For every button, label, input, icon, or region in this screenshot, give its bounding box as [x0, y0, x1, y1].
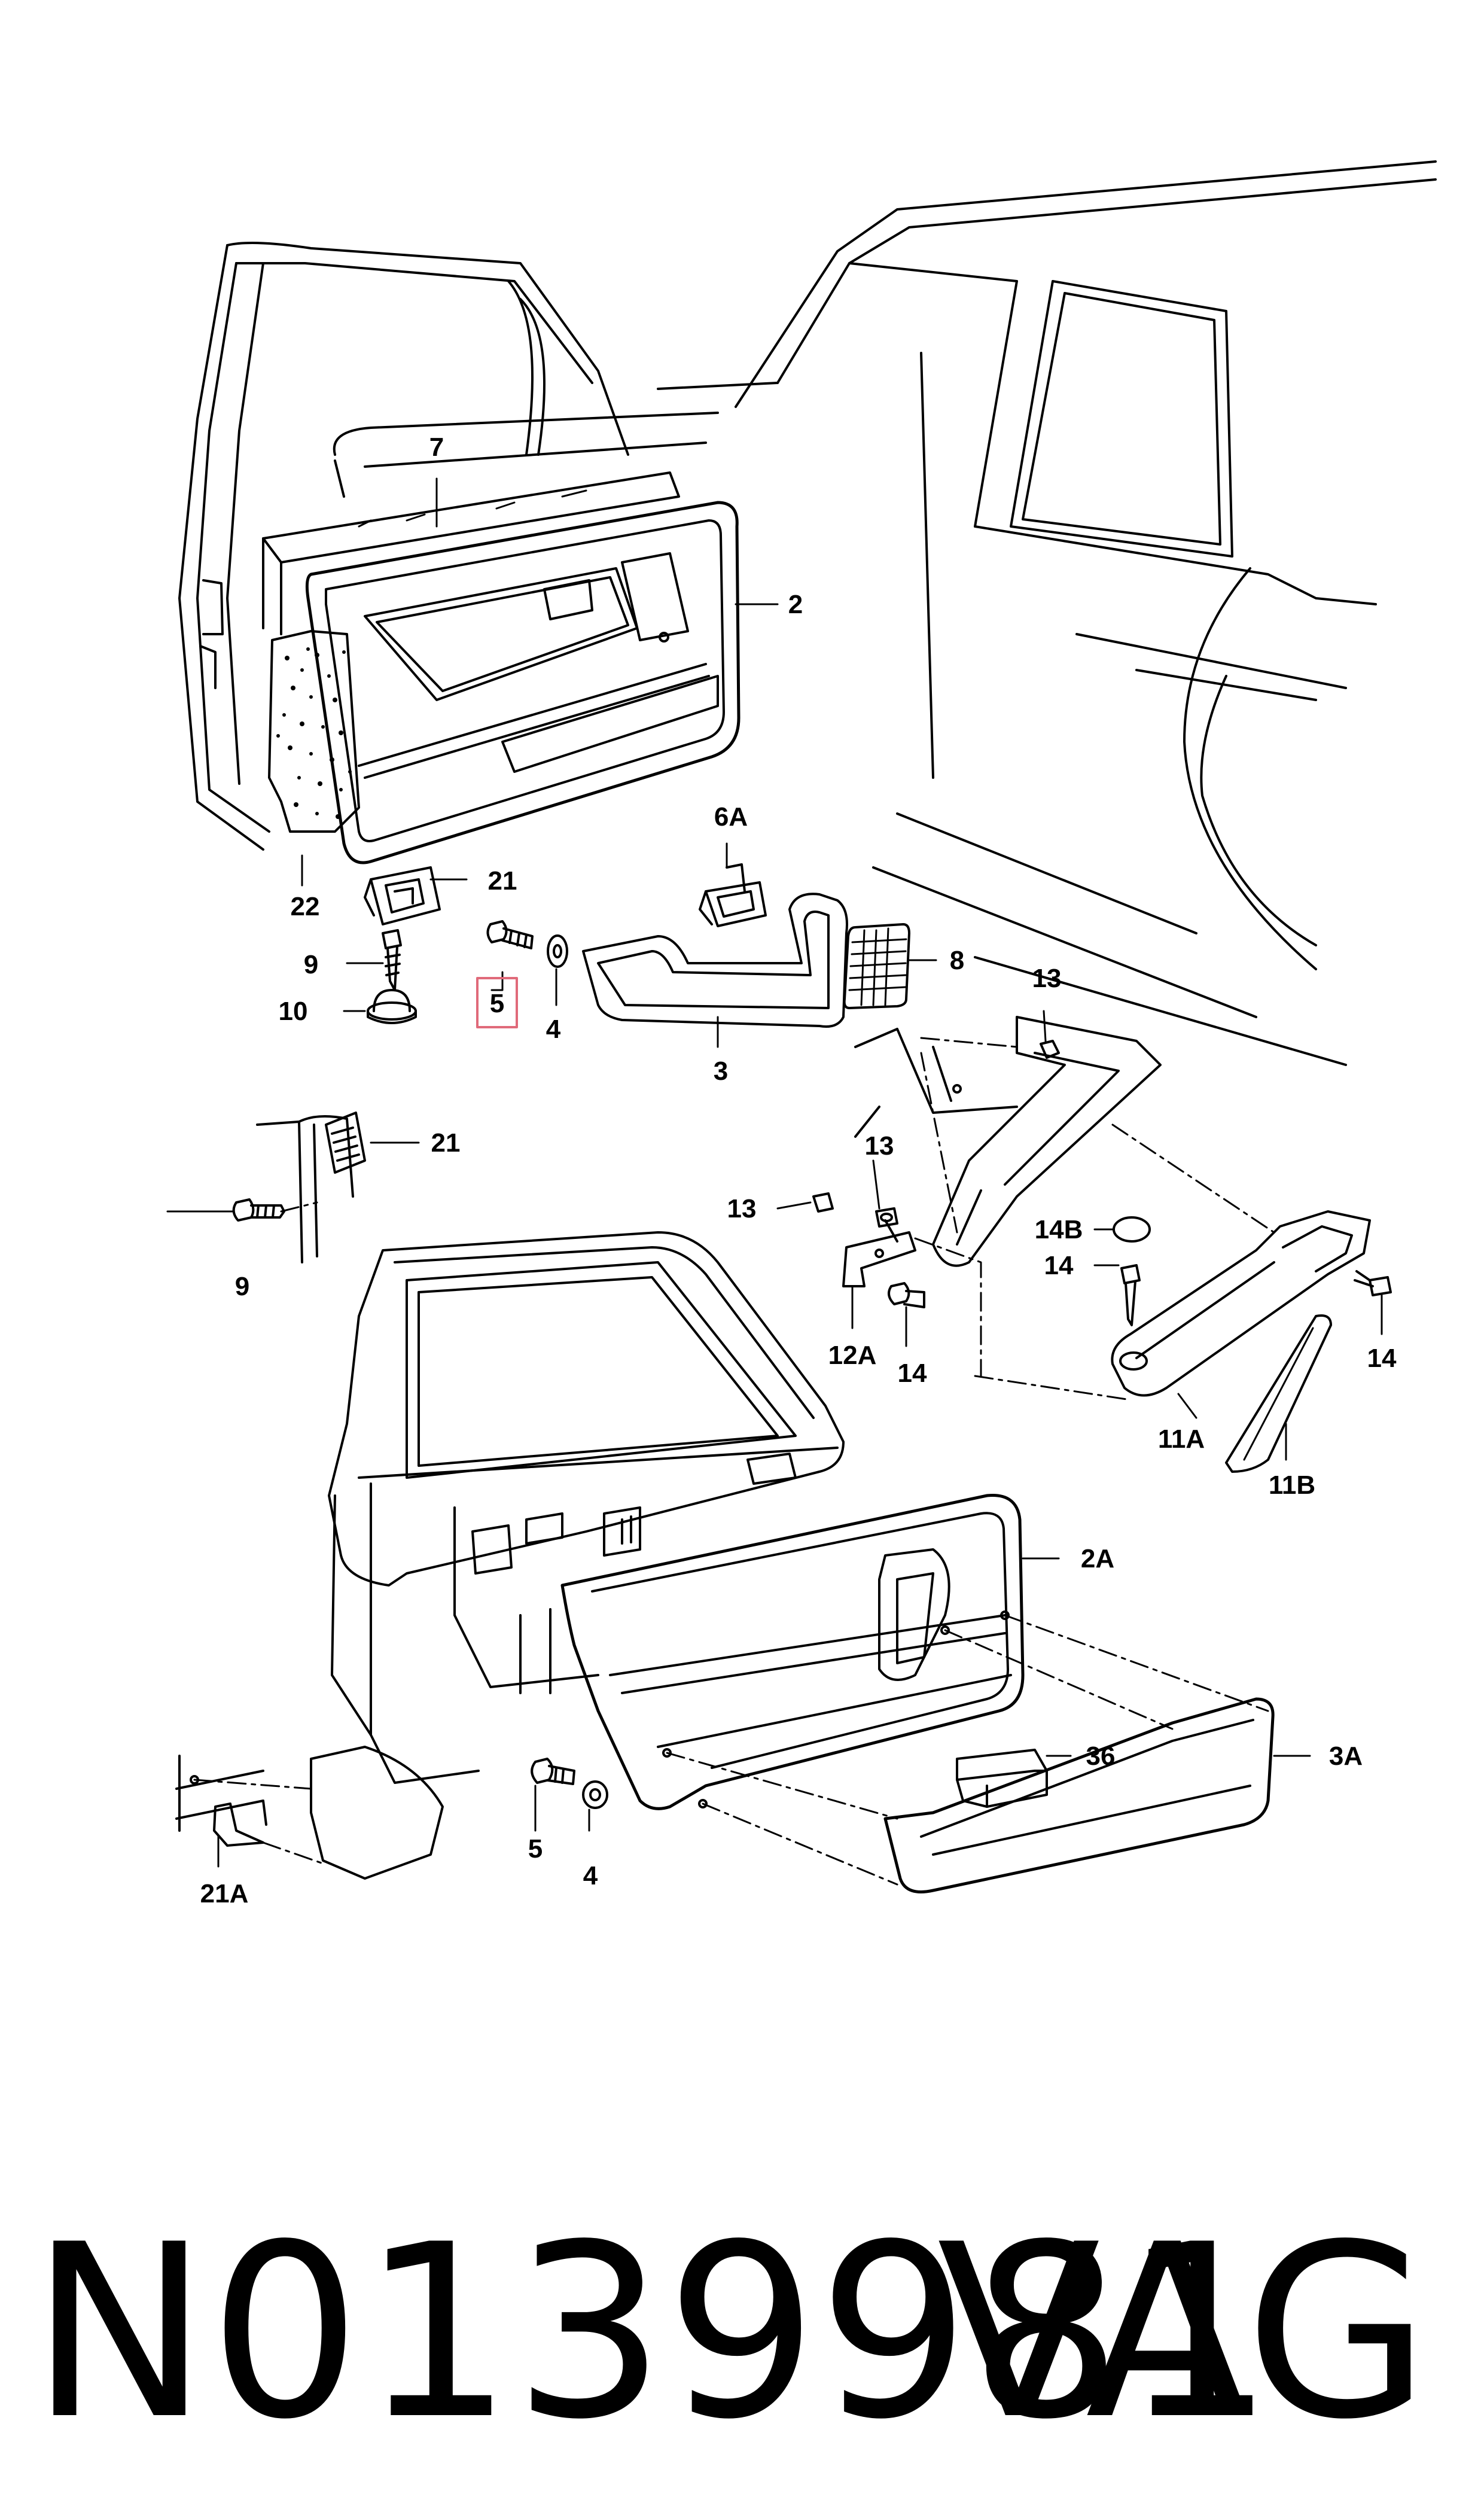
part-3A-rear-armrest [883, 1697, 1275, 1893]
callout-11B: 11B [1269, 1470, 1315, 1500]
part-6A-clip [699, 863, 767, 927]
part-5-highlight-box [476, 977, 518, 1028]
leader-lines [166, 477, 1383, 1886]
callout-14-upper: 14 [1044, 1251, 1074, 1280]
part-21-clip [364, 866, 441, 925]
callout-9-second: 9 [235, 1272, 249, 1301]
part-11B-trim-strip [1225, 1314, 1332, 1473]
part-21-clip-second [256, 1112, 366, 1263]
rear-door-frame [328, 1231, 845, 1784]
part-21A-bracket [175, 1746, 444, 1880]
callout-4-lower: 4 [583, 1861, 598, 1890]
callout-3: 3 [714, 1056, 728, 1086]
callout-21-second: 21 [431, 1128, 461, 1158]
part-13-nuts [812, 1040, 1060, 1228]
callout-36: 36 [1086, 1741, 1116, 1771]
part-11A-grab-handle [1111, 1210, 1371, 1397]
part-9-screw-second [232, 1198, 285, 1222]
front-door-frame [178, 242, 629, 851]
callout-5: 5 [490, 989, 504, 1018]
callout-11A: 11A [1158, 1424, 1205, 1454]
part-5-bolt-lower [531, 1758, 575, 1785]
part-2-front-door-panel [305, 501, 741, 864]
callout-8: 8 [950, 946, 964, 975]
part-10-cap [367, 989, 417, 1024]
callout-9: 9 [304, 950, 318, 979]
part-4-washer [547, 934, 568, 968]
part-14-screws [888, 1264, 1392, 1326]
part-4-washer-lower [582, 1780, 608, 1809]
callout-12A: 12A [828, 1341, 877, 1370]
callout-14-lower: 14 [898, 1359, 927, 1388]
part-2A-rear-door-panel [560, 1494, 1025, 1810]
callout-6A: 6A [714, 802, 748, 832]
callout-21: 21 [488, 866, 517, 896]
callout-13-left: 13 [727, 1194, 757, 1223]
callout-13-middle: 13 [865, 1131, 894, 1161]
part-7-moisture-sheet [262, 471, 680, 635]
callout-2: 2 [788, 590, 803, 619]
callout-14-right: 14 [1367, 1344, 1397, 1373]
callout-5-lower: 5 [528, 1834, 543, 1864]
callout-21A: 21A [200, 1879, 249, 1908]
car-body-outline [333, 160, 1437, 1066]
callout-10: 10 [279, 997, 308, 1026]
callout-13-top: 13 [1032, 964, 1062, 993]
callout-4: 4 [546, 1015, 561, 1044]
callout-22: 22 [291, 892, 320, 921]
part-12A-bracket [842, 1219, 916, 1287]
part-8-grille-pad [843, 923, 910, 1009]
part-14B-plug [1113, 1216, 1151, 1243]
callout-7: 7 [429, 433, 444, 462]
callout-14B: 14B [1035, 1215, 1083, 1244]
callout-2A: 2A [1081, 1544, 1114, 1573]
part-9-screw [382, 929, 402, 991]
part-5-bolt [486, 920, 534, 949]
part-3-armrest-handle [582, 893, 848, 1028]
brand-label: VAG [937, 2194, 1430, 2472]
part-number: N0139981 [30, 2194, 1275, 2472]
callout-3A: 3A [1329, 1741, 1363, 1771]
